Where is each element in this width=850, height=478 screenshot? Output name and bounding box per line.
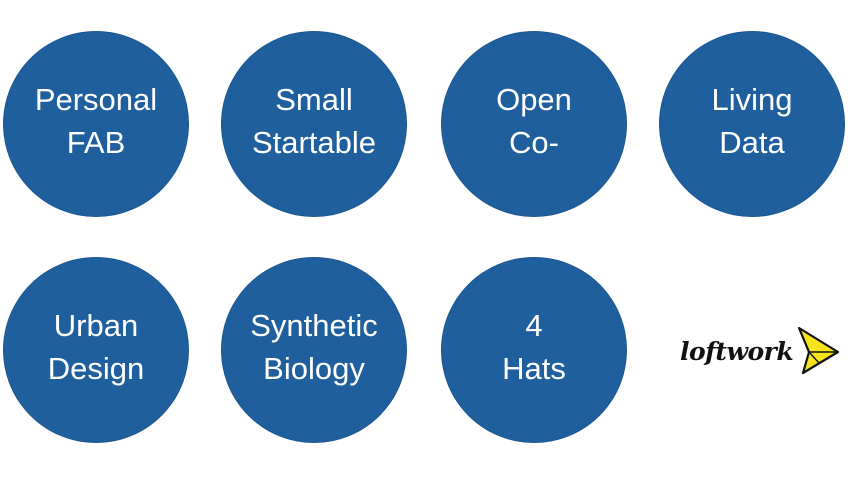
topic-label-line1: Open [496, 82, 572, 117]
logo-wordmark: loftwork [680, 337, 793, 366]
topic-label-line2: Design [47, 351, 145, 386]
topic-circle-living-data: Living Data [659, 31, 845, 217]
topic-circle-personal-fab: Personal FAB [3, 31, 189, 217]
topic-circle-open-co: Open Co- [441, 31, 627, 217]
topic-label-line1: Living [711, 82, 793, 117]
topic-label-line1: Urban [53, 308, 139, 343]
topic-label-line2: FAB [66, 125, 126, 160]
topic-label-line2: Hats [502, 351, 566, 386]
topic-label-line2: Startable [251, 125, 377, 160]
topic-circle-urban-design: Urban Design [3, 257, 189, 443]
topic-circle-synthetic-biology: Synthetic Biology [221, 257, 407, 443]
loftwork-logo: loftwork [678, 322, 842, 382]
topic-label-line1: Personal [34, 82, 158, 117]
topic-label-line1: 4 [525, 308, 543, 343]
topic-label-line2: Co- [509, 125, 559, 160]
topic-label-line1: Synthetic [250, 308, 378, 343]
topic-circle-4-hats: 4 Hats [441, 257, 627, 443]
topic-label-line2: Data [719, 125, 785, 160]
topic-circle-small-startable: Small Startable [221, 31, 407, 217]
yellow-triangle-logo-icon [797, 326, 840, 375]
topic-label-line1: Small [275, 82, 353, 117]
topic-label-line2: Biology [263, 351, 365, 386]
